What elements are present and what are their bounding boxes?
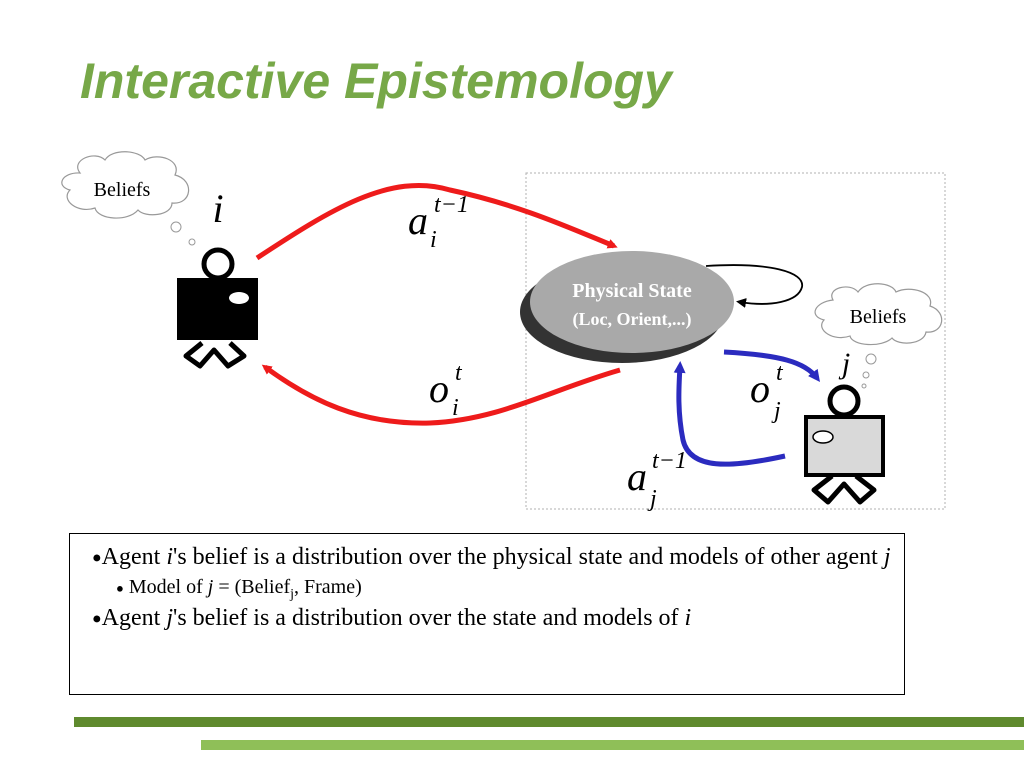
footer-bar-dark — [74, 717, 1024, 727]
beliefs-label-i: Beliefs — [94, 179, 151, 201]
action-j-sup: t−1 — [652, 448, 687, 474]
epistemology-diagram: Beliefs i Physical State (Loc, Orient,..… — [61, 151, 946, 512]
state-transition-loop — [705, 264, 803, 308]
beliefs-cloud-j: Beliefs — [814, 283, 943, 389]
physical-state-subtitle: (Loc, Orient,...) — [573, 309, 692, 330]
bullet-2-var-j: j — [207, 576, 214, 599]
bullet-2-subscript-j: j — [290, 587, 295, 603]
observation-i-sub: i — [452, 395, 459, 421]
agent-j-figure — [804, 384, 885, 505]
action-i-label: a t−1 i — [408, 192, 469, 253]
action-j-sub: j — [647, 486, 657, 512]
bullet-2-text-b: = (Belief — [213, 576, 291, 599]
beliefs-cloud-i: Beliefs — [61, 151, 196, 246]
explanation-box: ●Agent i's belief is a distribution over… — [69, 533, 905, 695]
agent-j-label: j — [838, 347, 850, 380]
action-i-sub: i — [430, 227, 437, 253]
bullet-dot: ● — [116, 580, 124, 596]
bullet-1: ●Agent i's belief is a distribution over… — [92, 542, 894, 573]
bullet-3-var-j: j — [166, 604, 173, 631]
beliefs-label-j: Beliefs — [850, 306, 907, 328]
action-j-label: a t−1 j — [627, 448, 687, 512]
observation-j-sup: t — [776, 360, 784, 386]
physical-state-title: Physical State — [572, 280, 692, 302]
bullet-2-text-a: Model of — [128, 576, 208, 599]
slide-title: Interactive Epistemology — [80, 53, 672, 109]
action-i-arrow — [255, 183, 618, 261]
bullet-3: ●Agent j's belief is a distribution over… — [92, 603, 894, 634]
observation-j-label: o t j — [750, 360, 784, 424]
bullet-3-text-b: 's belief is a distribution over the sta… — [173, 604, 685, 631]
footer-bar-light — [201, 740, 1024, 750]
action-j-arrow — [673, 361, 786, 467]
agent-i-figure — [177, 247, 258, 369]
action-j-base: a — [627, 454, 647, 499]
observation-j-sub: j — [771, 398, 781, 424]
action-i-base: a — [408, 198, 428, 243]
bullet-1-var-i: i — [166, 544, 173, 570]
bullet-3-var-i: i — [684, 604, 692, 631]
bullet-1-text-b: 's belief is a distribution over the phy… — [173, 544, 884, 570]
observation-i-sup: t — [455, 360, 463, 386]
bullet-2-text-c: , Frame) — [294, 576, 362, 599]
bullet-1-text-a: Agent — [101, 544, 167, 570]
observation-i-arrow — [261, 364, 621, 426]
observation-j-arrow — [723, 349, 821, 382]
observation-i-label: o t i — [429, 360, 463, 421]
bullet-1-var-j: j — [883, 544, 891, 570]
bullet-3-text-a: Agent — [101, 604, 167, 631]
agent-i-label: i — [212, 186, 223, 231]
physical-state-node: Physical State (Loc, Orient,...) — [520, 251, 734, 363]
bullet-dot: ● — [92, 549, 102, 567]
bullet-2: ● Model of j = (Beliefj, Frame) — [116, 573, 894, 602]
environment-box — [525, 172, 946, 510]
bullet-dot: ● — [92, 610, 102, 628]
action-i-sup: t−1 — [434, 192, 469, 218]
observation-j-base: o — [750, 366, 770, 411]
observation-i-base: o — [429, 366, 449, 411]
